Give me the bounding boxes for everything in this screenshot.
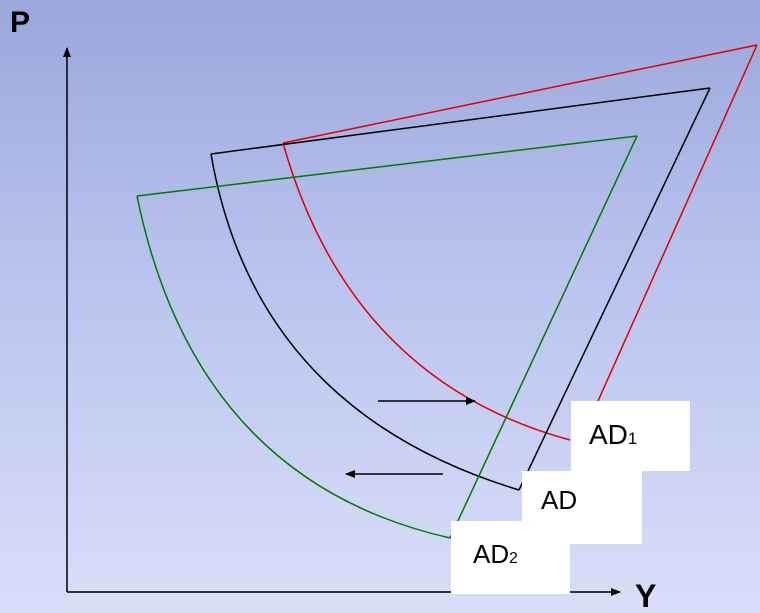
ad1-curve [282, 44, 758, 441]
ad2-curve [136, 135, 638, 539]
ad-top-edge [210, 87, 711, 155]
ad-label-box: AD [522, 471, 642, 544]
ad-curve [210, 87, 711, 491]
ad-label: AD [541, 485, 578, 515]
ad2-label: AD2 [473, 539, 518, 569]
y-axis-label: P [10, 6, 31, 39]
ad1-right-edge [597, 44, 758, 402]
ad2-right-edge [449, 135, 638, 539]
ad1-arc [282, 142, 571, 441]
ad-right-edge [518, 87, 711, 491]
ad-arc [210, 153, 520, 491]
ad1-label: AD1 [589, 419, 638, 450]
ad2-label-box: AD2 [451, 521, 570, 594]
ad1-label-box: AD1 [571, 401, 690, 471]
ad2-arc [136, 195, 451, 539]
ad1-top-edge [282, 44, 758, 144]
ad2-top-edge [136, 135, 638, 197]
x-axis-label: Y [635, 578, 657, 613]
